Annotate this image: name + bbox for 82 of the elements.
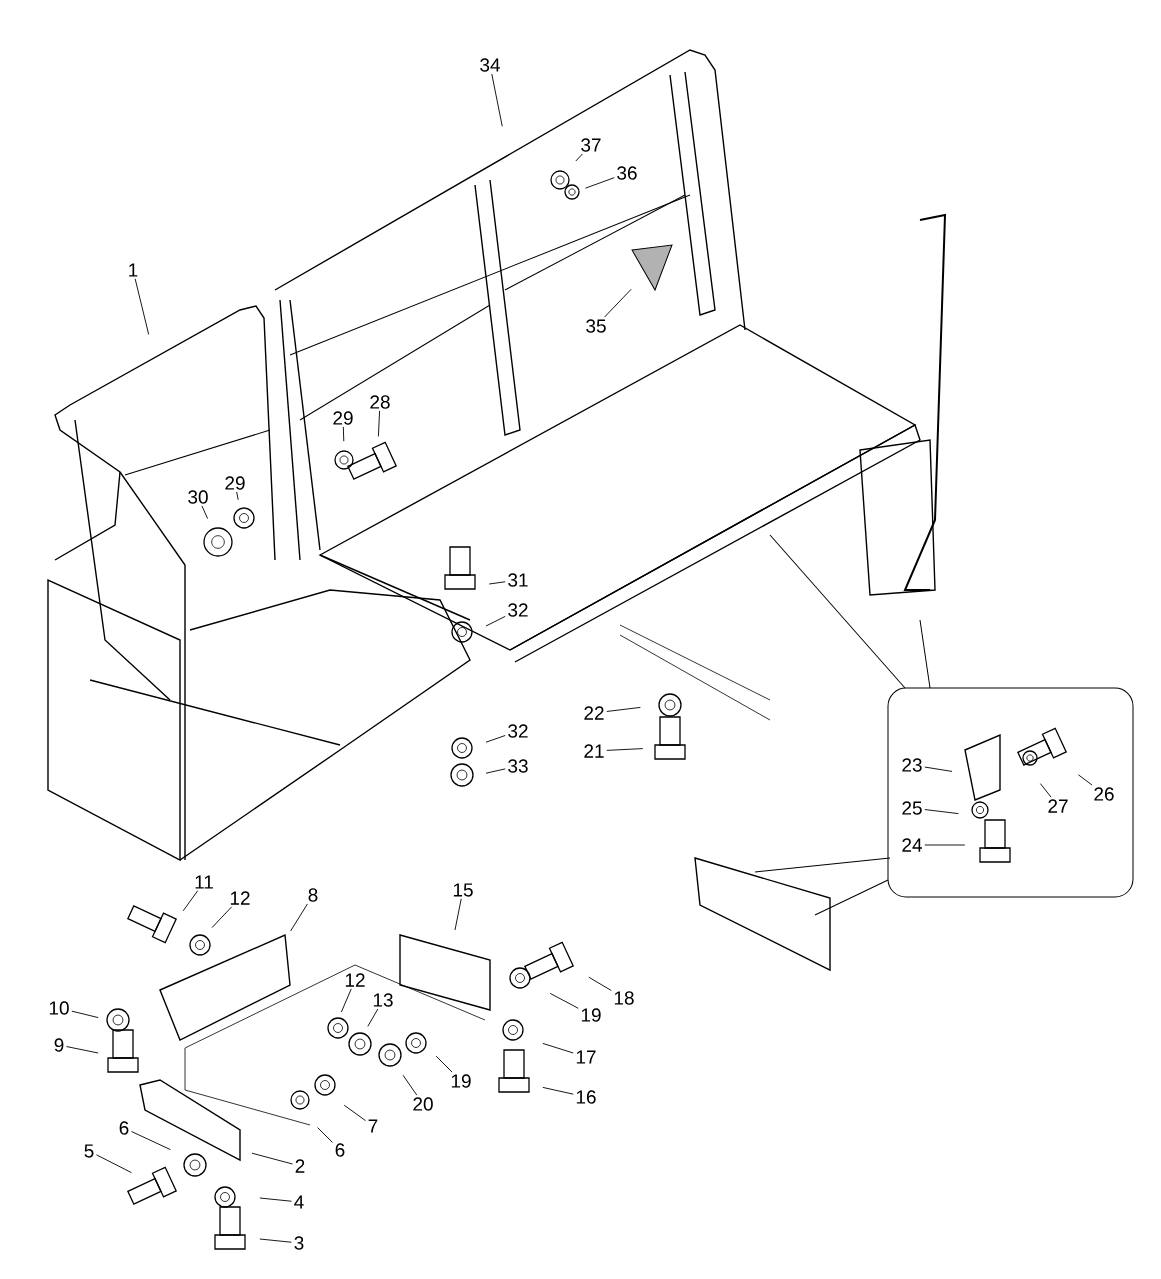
leader-line <box>454 898 462 931</box>
callout-number: 8 <box>308 888 318 902</box>
callout-number: 19 <box>581 1008 601 1022</box>
leader-line <box>485 735 506 743</box>
leader-line <box>488 581 506 585</box>
leader-line <box>317 1127 333 1143</box>
callout-number: 5 <box>84 1144 94 1158</box>
callout-number: 3 <box>294 1236 304 1250</box>
callout-number: 25 <box>902 801 922 815</box>
callout-number: 13 <box>373 993 393 1007</box>
callout-number: 29 <box>333 411 353 425</box>
leader-line <box>402 1074 418 1096</box>
callout-number: 29 <box>225 476 245 490</box>
leader-line <box>604 288 632 318</box>
callout-number: 16 <box>576 1090 596 1104</box>
callout-number: 23 <box>902 758 922 772</box>
callout-number: 15 <box>453 883 473 897</box>
leader-line <box>96 1154 132 1174</box>
callout-number: 2 <box>295 1159 305 1173</box>
leader-line <box>924 766 953 772</box>
callout-number: 10 <box>49 1001 69 1015</box>
leader-line <box>290 903 308 932</box>
leader-line <box>134 278 150 335</box>
leader-line <box>367 1008 379 1027</box>
leader-line <box>342 426 345 442</box>
leader-line <box>1039 783 1052 798</box>
leader-line <box>131 1131 171 1151</box>
callout-number: 12 <box>230 891 250 905</box>
callout-number: 6 <box>119 1121 129 1135</box>
callout-number: 12 <box>345 973 365 987</box>
callout-number: 32 <box>508 603 528 617</box>
leader-line <box>236 491 239 501</box>
leader-line <box>259 1197 292 1202</box>
leader-line <box>485 768 506 774</box>
leader-line <box>201 505 209 520</box>
callout-number: 20 <box>413 1097 433 1111</box>
leader-line <box>606 748 644 751</box>
leader-line <box>182 890 199 912</box>
callout-number: 4 <box>294 1195 304 1209</box>
leader-line <box>606 706 641 712</box>
callout-number: 35 <box>586 319 606 333</box>
callout-number: 26 <box>1094 787 1114 801</box>
callout-number: 34 <box>480 58 500 72</box>
leader-line <box>1077 774 1093 786</box>
callout-number: 19 <box>451 1074 471 1088</box>
leader-line <box>211 906 233 929</box>
callout-number: 32 <box>508 724 528 738</box>
leader-line <box>542 1042 574 1054</box>
callout-number: 37 <box>581 138 601 152</box>
leader-line <box>71 1010 99 1019</box>
leader-line <box>575 153 583 162</box>
leader-line <box>549 992 579 1009</box>
callout-number: 28 <box>370 395 390 409</box>
callout-number: 11 <box>195 875 213 889</box>
leader-line <box>588 976 612 991</box>
leader-line <box>491 73 503 127</box>
callout-number: 1 <box>129 263 138 277</box>
leader-line <box>924 809 959 815</box>
leader-line <box>435 1055 453 1073</box>
leader-line <box>343 1104 366 1122</box>
callout-number: 21 <box>584 744 604 758</box>
leader-line <box>340 988 352 1013</box>
callout-number: 6 <box>335 1143 345 1157</box>
callout-number: 22 <box>584 706 604 720</box>
callout-number: 7 <box>368 1119 378 1133</box>
callout-number: 33 <box>508 759 528 773</box>
leader-line <box>259 1238 292 1243</box>
callout-number: 27 <box>1048 799 1068 813</box>
leader-line <box>485 615 506 627</box>
callout-number: 17 <box>576 1050 596 1064</box>
callout-number: 36 <box>617 166 637 180</box>
leader-line <box>924 844 966 846</box>
callout-number: 31 <box>508 573 528 587</box>
leader-line <box>542 1086 574 1095</box>
leader-line <box>584 177 615 189</box>
callout-number: 18 <box>614 991 634 1005</box>
callout-number: 30 <box>188 490 208 504</box>
callout-number: 24 <box>902 838 922 852</box>
callout-number: 9 <box>54 1038 64 1052</box>
leader-line <box>377 410 381 437</box>
leader-line <box>251 1152 293 1165</box>
leader-line <box>66 1046 99 1054</box>
